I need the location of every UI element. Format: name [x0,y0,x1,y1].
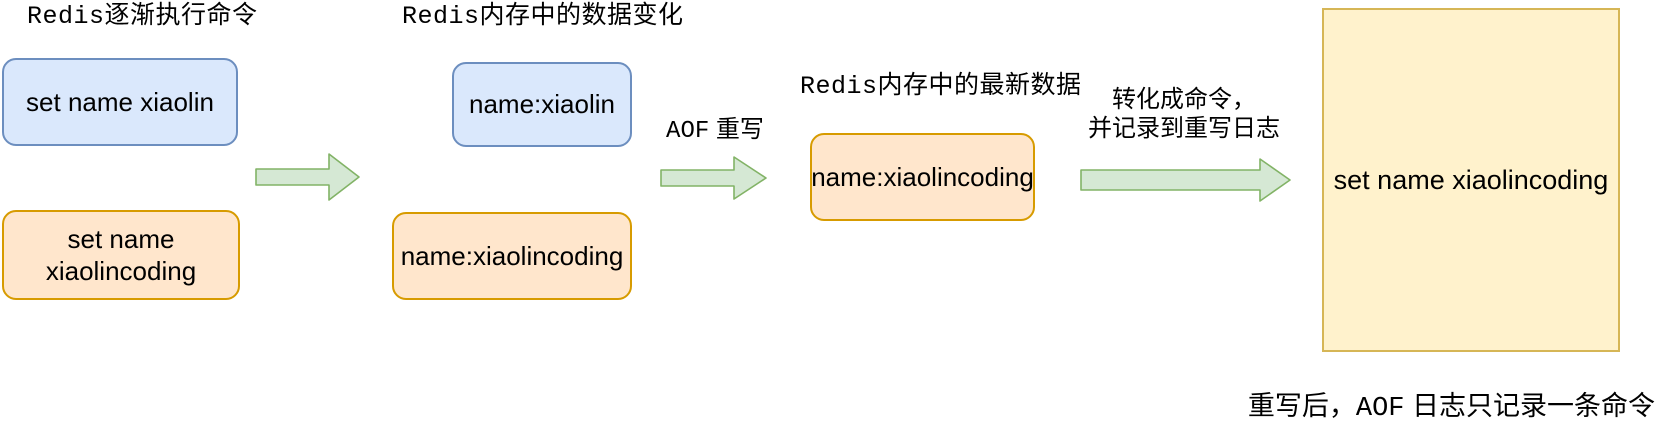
memory-box-name-xiaolincoding: name:xiaolincoding [392,212,632,300]
aof-rewrite-label-zh: 重写 [709,116,764,143]
stage1-title: Redis逐渐执行命令 [27,1,258,31]
stage3-title-zh: 内存中的最新数据 [877,71,1082,99]
stage1-title-zh: 逐渐执行命令 [104,1,258,29]
command-box-set-name-xiaolincoding: set name xiaolincoding [2,210,240,300]
stage2-title-latin: Redis [402,2,480,31]
aof-rewrite-label: AOF 重写 [645,115,785,146]
flow-arrow-1 [255,153,360,201]
stage2-title: Redis内存中的数据变化 [402,1,684,31]
footer-zh2: 日志只记录一条命令 [1404,391,1655,421]
footer-note: 重写后，AOF 日志只记录一条命令 [1248,384,1655,423]
footer-latin: AOF [1355,394,1405,423]
aof-log-box: set name xiaolincoding [1322,8,1620,352]
footer-zh1: 重写后， [1247,391,1356,421]
box-label: set name xiaolincoding [45,223,197,287]
convert-label-line2: 并记录到重写日志 [1088,115,1280,142]
box-label: set name xiaolincoding [1333,164,1609,195]
stage1-title-latin: Redis [27,2,105,31]
box-label: name:xiaolin [469,89,615,120]
latest-box-name-xiaolincoding: name:xiaolincoding [810,133,1035,221]
stage3-title: Redis内存中的最新数据 [800,71,1082,101]
memory-box-name-xiaolin: name:xiaolin [452,62,632,147]
box-label: set name xiaolin [26,86,214,117]
convert-to-command-label: 转化成命令， 并记录到重写日志 [1072,85,1296,143]
command-box-set-name-xiaolin: set name xiaolin [2,58,238,146]
convert-label-line1: 转化成命令， [1112,86,1256,113]
box-label: name:xiaolincoding [400,240,624,271]
stage2-title-zh: 内存中的数据变化 [479,1,684,29]
flow-arrow-2 [660,156,767,200]
aof-rewrite-label-latin: AOF [666,118,710,145]
flow-arrow-3 [1080,158,1291,202]
box-label: name:xiaolincoding [811,161,1034,192]
stage3-title-latin: Redis [800,72,878,101]
